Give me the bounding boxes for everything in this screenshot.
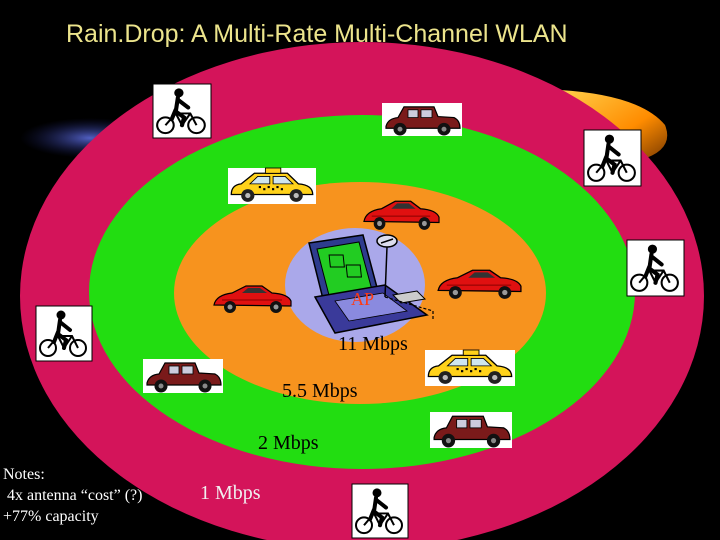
notes-line: 4x antenna “cost” (?) [3,487,143,504]
slide-title: Rain.Drop: A Multi-Rate Multi-Channel WL… [66,20,568,48]
cyclist-icon [583,129,642,187]
rate-label-2mbps: 2 Mbps [258,432,319,454]
rate-label-1mbps: 1 Mbps [200,482,261,504]
cyclist-icon [152,83,212,139]
sports-car-icon [213,285,292,313]
rate-label-11mbps: 11 Mbps [338,333,408,355]
taxi-icon [425,349,515,386]
notes-line: +77% capacity [3,508,99,525]
sports-car-icon [363,200,440,230]
notes-heading: Notes: [3,466,45,483]
cyclist-icon [626,239,685,297]
rate-label-5-5mbps: 5.5 Mbps [282,380,358,402]
cyclist-icon [351,483,409,539]
access-point-label: AP [351,289,375,309]
laptop-icon [308,234,434,334]
vintage-car-icon [382,103,462,136]
notes-block: Notes: 4x antenna “cost” (?) +77% capaci… [3,464,142,527]
vintage-car-icon [430,412,512,448]
cyclist-icon [35,305,93,362]
taxi-icon [228,167,316,204]
vintage-car-icon [143,359,223,393]
sports-car-icon [437,269,522,299]
